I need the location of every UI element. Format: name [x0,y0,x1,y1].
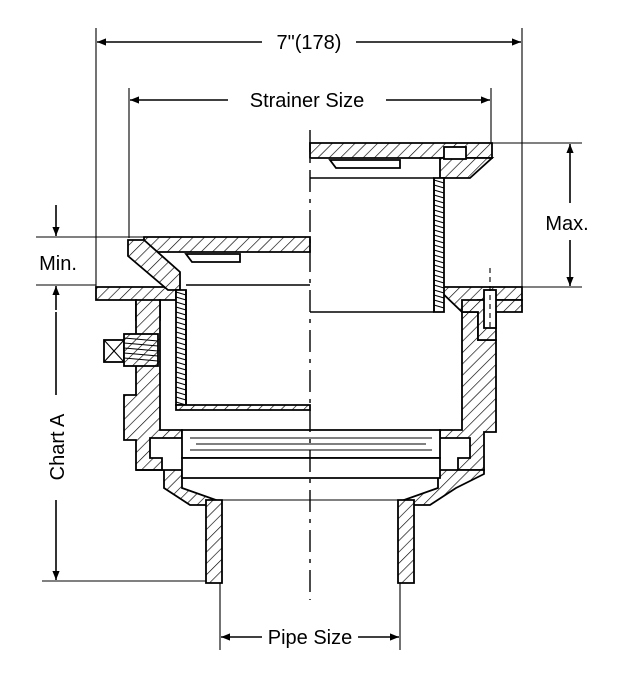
strainer-max-position [309,142,495,313]
max-label: Max. [545,213,588,235]
pipe-size-label: Pipe Size [268,627,353,649]
overall-width-dimension: 7"(178) [95,28,523,288]
overall-width-label: 7"(178) [277,32,342,54]
max-dimension: Max. [492,142,589,288]
strainer-size-label: Strainer Size [250,90,365,112]
chart-a-label: Chart A [47,413,69,480]
chart-a-dimension: Chart A [42,312,210,582]
thread-marks [123,179,445,406]
strainer-min-position [127,236,311,411]
min-dimension: Min. [36,205,144,310]
drain-body [95,268,523,584]
strainer-size-dimension: Strainer Size [128,88,492,238]
pipe-size-dimension: Pipe Size [219,583,401,650]
min-label: Min. [39,253,77,275]
